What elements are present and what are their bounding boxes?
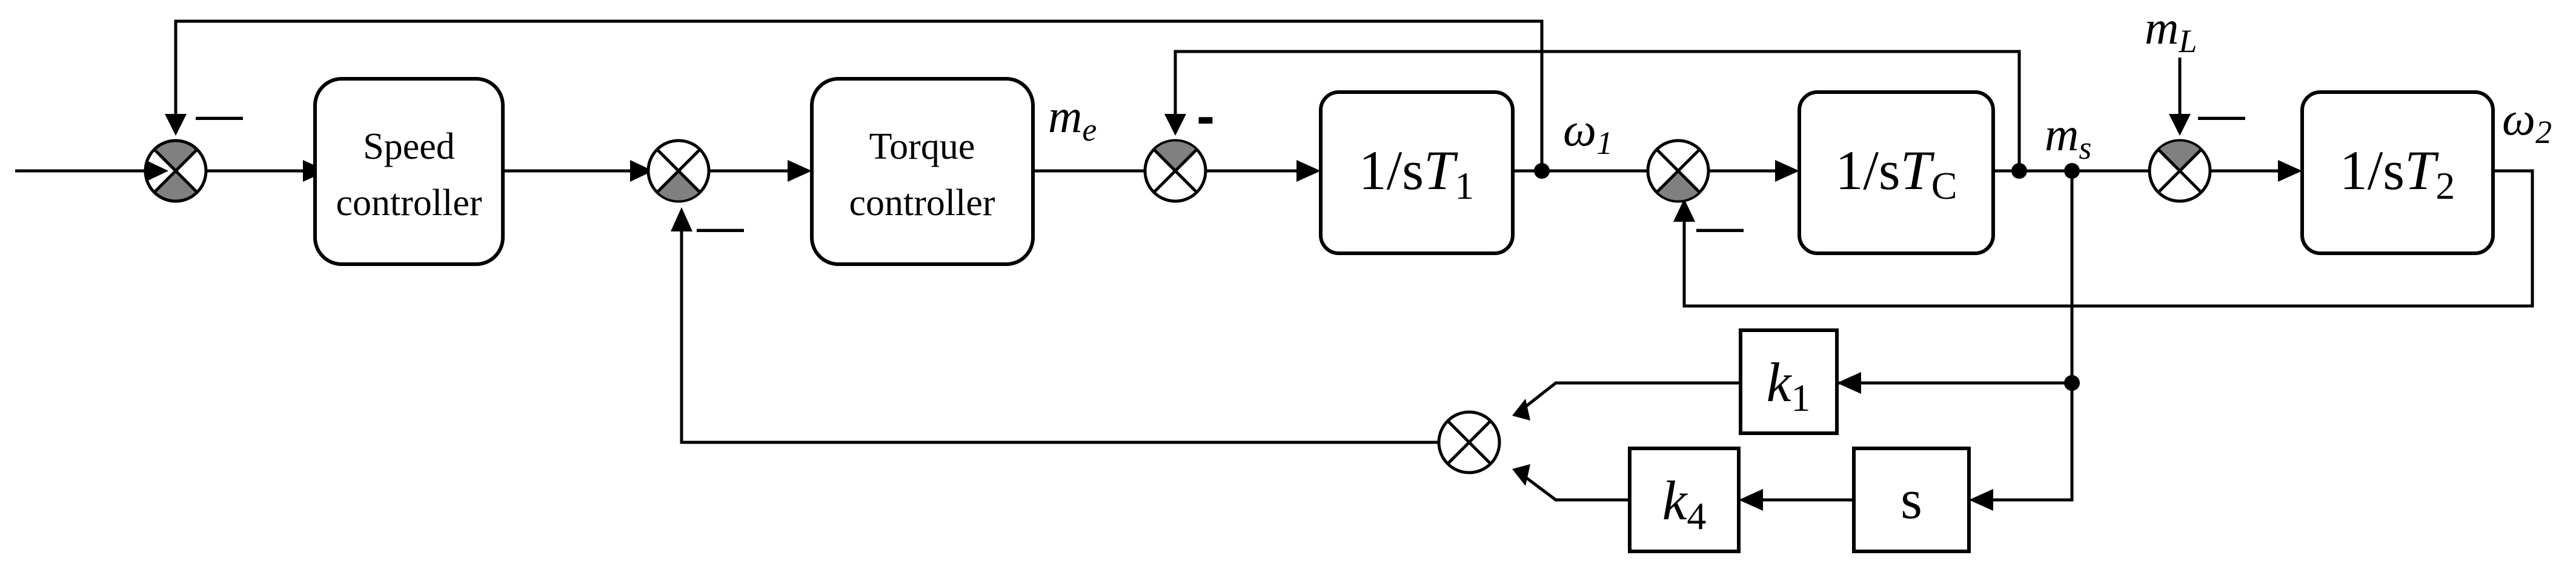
torque-controller-label-line2: controller [849, 182, 995, 224]
torque-controller-label-line1: Torque [869, 126, 975, 167]
motor-inertia-transfer-function: 1/sT1 [1359, 139, 1475, 207]
signal-m-l-label: mL [2145, 1, 2197, 59]
gain-k4-label: k4 [1662, 470, 1707, 537]
branch-point [2064, 375, 2080, 391]
summing-junction-load [2148, 139, 2212, 203]
speed-feedback-minus-sign: — [196, 87, 243, 141]
arrowhead [1673, 199, 1695, 222]
load-speed-feedback-minus-sign: — [1696, 199, 1744, 253]
state-feedback-line [680, 231, 1472, 444]
omega-1-speed-feedback-line [174, 19, 1544, 171]
signal-lines [15, 19, 2534, 502]
speed-controller-label-line2: controller [336, 182, 482, 224]
m-s-to-derivative-line [1993, 171, 2074, 502]
load-torque-minus-sign: — [2198, 87, 2245, 141]
arrowhead [1969, 489, 1993, 511]
summing-junction-speed-difference [1646, 139, 1710, 203]
junction-dots [1534, 163, 2080, 391]
branch-point [2011, 163, 2027, 179]
state-feedback-minus-sign: — [697, 199, 744, 253]
arrowhead [671, 207, 692, 231]
signal-m-e-label: me [1048, 90, 1097, 148]
summing-junction-shaft-torque [1143, 139, 1207, 203]
arrowhead [1296, 160, 1321, 182]
shaft-stiffness-block: 1/sTC [1798, 90, 1995, 255]
arrowhead [145, 160, 168, 182]
gain-k1-block: k1 [1739, 328, 1839, 435]
signal-m-s-label: ms [2045, 108, 2091, 166]
derivative-label: s [1900, 468, 1922, 530]
arrowhead [2169, 114, 2191, 136]
arrowhead [2278, 160, 2302, 182]
arrowhead [1739, 489, 1763, 511]
arrowhead [630, 160, 653, 182]
summing-junction-state [646, 139, 711, 203]
k4-output-line [1518, 471, 1630, 502]
load-inertia-transfer-function: 1/sT2 [2340, 139, 2455, 207]
signal-omega-2-label: ω2 [2502, 92, 2552, 150]
arrowhead [1837, 372, 1861, 394]
shaft-torque-feedback-minus-sign: - [1197, 86, 1215, 147]
k1-output-line [1518, 381, 1741, 413]
torque-controller-block: Torque controller [810, 77, 1035, 266]
arrowhead [165, 114, 187, 136]
signal-omega-1-label: ω1 [1563, 103, 1613, 161]
load-inertia-block: 1/sT2 [2300, 90, 2495, 255]
gain-k4-block: k4 [1628, 447, 1741, 553]
gain-k1-label: k1 [1767, 351, 1811, 419]
m-s-shaft-feedback-line [1173, 50, 2021, 171]
speed-controller-block: Speed controller [313, 77, 505, 266]
arrowhead [1512, 464, 1530, 486]
shaft-stiffness-transfer-function: 1/sTC [1835, 139, 1957, 207]
arrowhead [1164, 114, 1186, 136]
motor-inertia-block: 1/sT1 [1319, 90, 1515, 255]
arrowhead [788, 160, 812, 182]
summing-junction-feedback-gains [1437, 410, 1501, 474]
speed-controller-label-line1: Speed [363, 126, 455, 167]
branch-point [2064, 163, 2080, 179]
arrowhead [1512, 399, 1530, 421]
arrowhead [1775, 160, 1799, 182]
derivative-block: s [1852, 447, 1971, 553]
branch-point [1534, 163, 1550, 179]
omega-2-feedback-line [1682, 169, 2534, 308]
summing-junction-speed [144, 139, 208, 203]
